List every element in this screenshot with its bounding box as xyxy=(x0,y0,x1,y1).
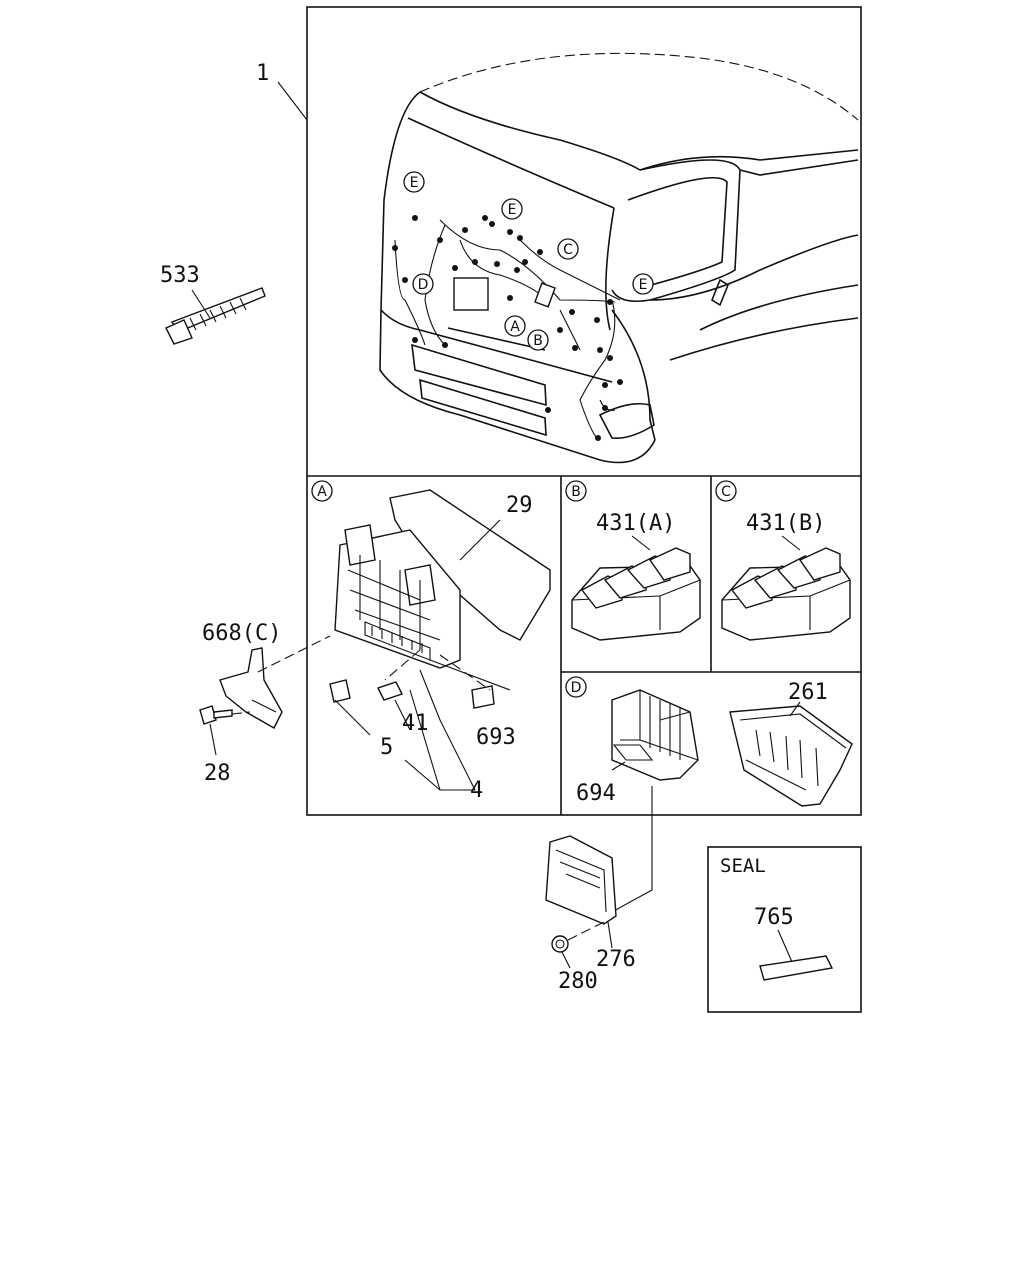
callout-431a: 431(A) xyxy=(596,511,675,536)
callout-261: 261 xyxy=(788,680,828,705)
panel-a-letter: A xyxy=(317,484,327,500)
callout-280: 280 xyxy=(558,969,598,994)
fuse-part xyxy=(329,679,351,703)
panel-b-letter: B xyxy=(571,484,581,500)
callout-4: 4 xyxy=(470,778,483,803)
callout-533: 533 xyxy=(160,263,200,288)
truck-cab-illustration: E E C E D A B xyxy=(379,52,859,464)
detail-marker-c: C xyxy=(563,242,573,258)
fuse-box-part xyxy=(334,489,551,669)
relay-block-431a-part xyxy=(571,547,701,641)
callout-1: 1 xyxy=(256,61,269,86)
callout-29: 29 xyxy=(506,493,533,518)
detail-marker-e2: E xyxy=(508,202,517,218)
relay-small-part xyxy=(377,681,403,701)
ecu-276-part xyxy=(545,835,617,925)
panel-d-letter: D xyxy=(571,680,582,696)
ecu-694-part xyxy=(611,689,699,781)
detail-marker-e1: E xyxy=(410,175,419,191)
callout-276: 276 xyxy=(596,947,636,972)
relay-block-431b-part xyxy=(721,547,851,641)
callout-5: 5 xyxy=(380,735,393,760)
seal-box xyxy=(707,846,862,1013)
detail-marker-e3: E xyxy=(639,277,648,293)
callout-668c: 668(C) xyxy=(202,621,281,646)
callout-765: 765 xyxy=(754,905,794,930)
seal-765-part xyxy=(759,955,834,981)
cover-261-part xyxy=(729,705,853,807)
panel-c-letter: C xyxy=(721,484,731,500)
callout-28: 28 xyxy=(204,761,231,786)
callout-431b: 431(B) xyxy=(746,511,825,536)
cable-tie-part xyxy=(165,287,266,345)
nut-part xyxy=(551,935,569,953)
panel-frames xyxy=(306,6,862,1013)
bracket-part xyxy=(219,647,283,729)
callout-41: 41 xyxy=(402,711,429,736)
detail-marker-a: A xyxy=(510,319,520,335)
seal-title: SEAL xyxy=(720,855,766,877)
bolt-part xyxy=(199,705,233,725)
detail-marker-d: D xyxy=(418,277,429,293)
callout-693: 693 xyxy=(476,725,516,750)
callout-694: 694 xyxy=(576,781,616,806)
relay-693-part xyxy=(471,685,495,709)
detail-marker-b: B xyxy=(533,333,543,349)
